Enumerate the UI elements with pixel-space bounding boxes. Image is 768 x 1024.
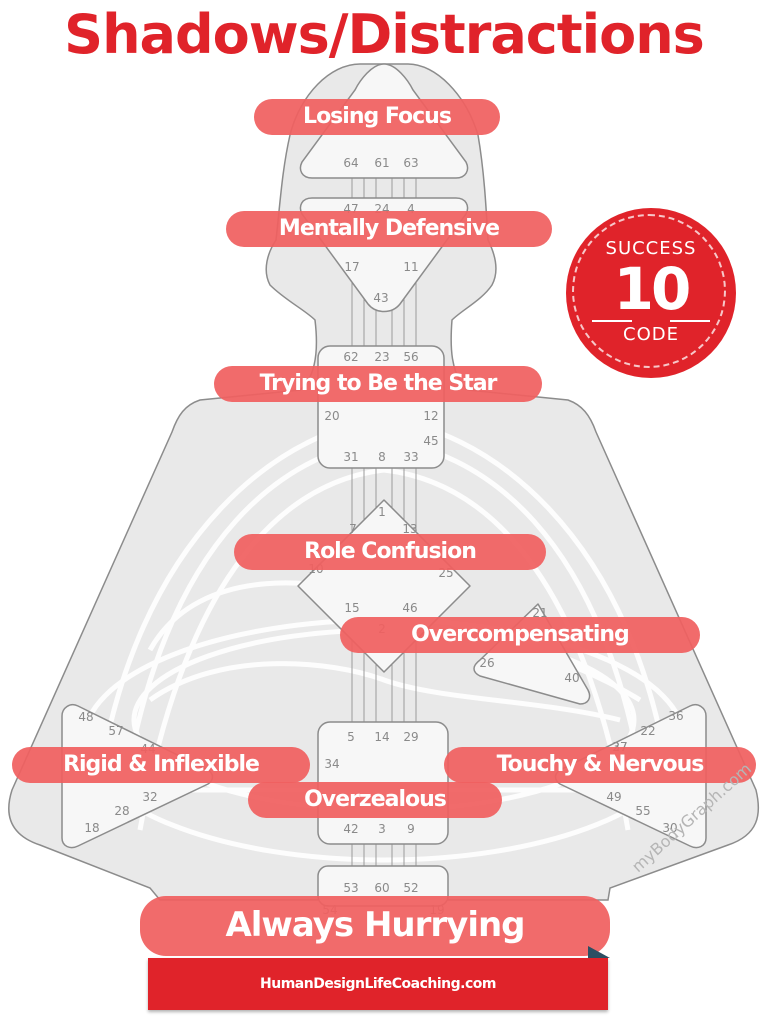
gate-number: 40 bbox=[564, 671, 580, 685]
gate-number: 18 bbox=[84, 821, 100, 835]
gate-number: 11 bbox=[403, 260, 419, 274]
gate-number: 63 bbox=[403, 156, 419, 170]
gate-number: 29 bbox=[403, 730, 419, 744]
gate-number: 55 bbox=[635, 804, 651, 818]
gate-number: 13 bbox=[402, 522, 418, 536]
label-sacral: Overzealous bbox=[248, 782, 502, 818]
gate-number: 14 bbox=[374, 730, 390, 744]
gate-number: 53 bbox=[343, 881, 359, 895]
gate-number: 45 bbox=[423, 434, 439, 448]
gate-number: 21 bbox=[532, 606, 548, 620]
gate-number: 42 bbox=[343, 822, 359, 836]
gate-number: 34 bbox=[324, 757, 340, 771]
gate-number: 61 bbox=[374, 156, 390, 170]
gate-number: 28 bbox=[114, 804, 130, 818]
gate-number: 31 bbox=[343, 450, 359, 464]
gate-number: 26 bbox=[479, 656, 495, 670]
label-g-center: Role Confusion bbox=[234, 534, 546, 570]
label-root: Always Hurrying bbox=[140, 896, 610, 956]
gate-number: 20 bbox=[324, 409, 340, 423]
gate-number: 46 bbox=[402, 601, 418, 615]
gate-number: 8 bbox=[378, 450, 386, 464]
gate-number: 49 bbox=[606, 790, 622, 804]
gate-number: 5 bbox=[347, 730, 355, 744]
gate-number: 32 bbox=[142, 790, 158, 804]
gate-number: 4 bbox=[407, 202, 415, 216]
success-code-badge: SUCCESS 10 CODE bbox=[558, 200, 744, 386]
footer-banner: HumanDesignLifeCoaching.com bbox=[148, 958, 608, 1010]
gate-number: 7 bbox=[349, 522, 357, 536]
badge-top-text: SUCCESS bbox=[605, 238, 697, 259]
gate-number: 57 bbox=[108, 724, 124, 738]
gate-number: 33 bbox=[403, 450, 419, 464]
gate-number: 9 bbox=[407, 822, 415, 836]
gate-number: 12 bbox=[423, 409, 439, 423]
label-throat: Trying to Be the Star bbox=[214, 366, 542, 402]
gate-number: 1 bbox=[378, 505, 386, 519]
gate-number: 52 bbox=[403, 881, 419, 895]
gate-number: 64 bbox=[343, 156, 359, 170]
label-solar-plexus: Touchy & Nervous bbox=[444, 747, 756, 783]
label-head: Losing Focus bbox=[254, 99, 500, 135]
ego-center bbox=[473, 603, 591, 705]
badge-bottom-text: CODE bbox=[623, 324, 679, 345]
banner-fold bbox=[588, 946, 610, 958]
gate-number: 48 bbox=[78, 710, 94, 724]
gate-number: 30 bbox=[662, 821, 678, 835]
label-spleen: Rigid & Inflexible bbox=[12, 747, 310, 783]
page-title: Shadows/Distractions bbox=[64, 3, 705, 66]
gate-number: 36 bbox=[668, 709, 684, 723]
badge-number: 10 bbox=[613, 255, 692, 323]
gate-number: 22 bbox=[640, 724, 656, 738]
gate-number: 62 bbox=[343, 350, 359, 364]
label-ajna: Mentally Defensive bbox=[226, 211, 552, 247]
gate-number: 3 bbox=[378, 822, 386, 836]
footer-url[interactable]: HumanDesignLifeCoaching.com bbox=[260, 976, 496, 992]
gate-number: 15 bbox=[344, 601, 360, 615]
gate-number: 56 bbox=[403, 350, 419, 364]
gate-number: 23 bbox=[374, 350, 390, 364]
gate-number: 17 bbox=[344, 260, 360, 274]
gate-number: 43 bbox=[373, 291, 389, 305]
gate-number: 60 bbox=[374, 881, 390, 895]
label-ego: Overcompensating bbox=[340, 617, 700, 653]
